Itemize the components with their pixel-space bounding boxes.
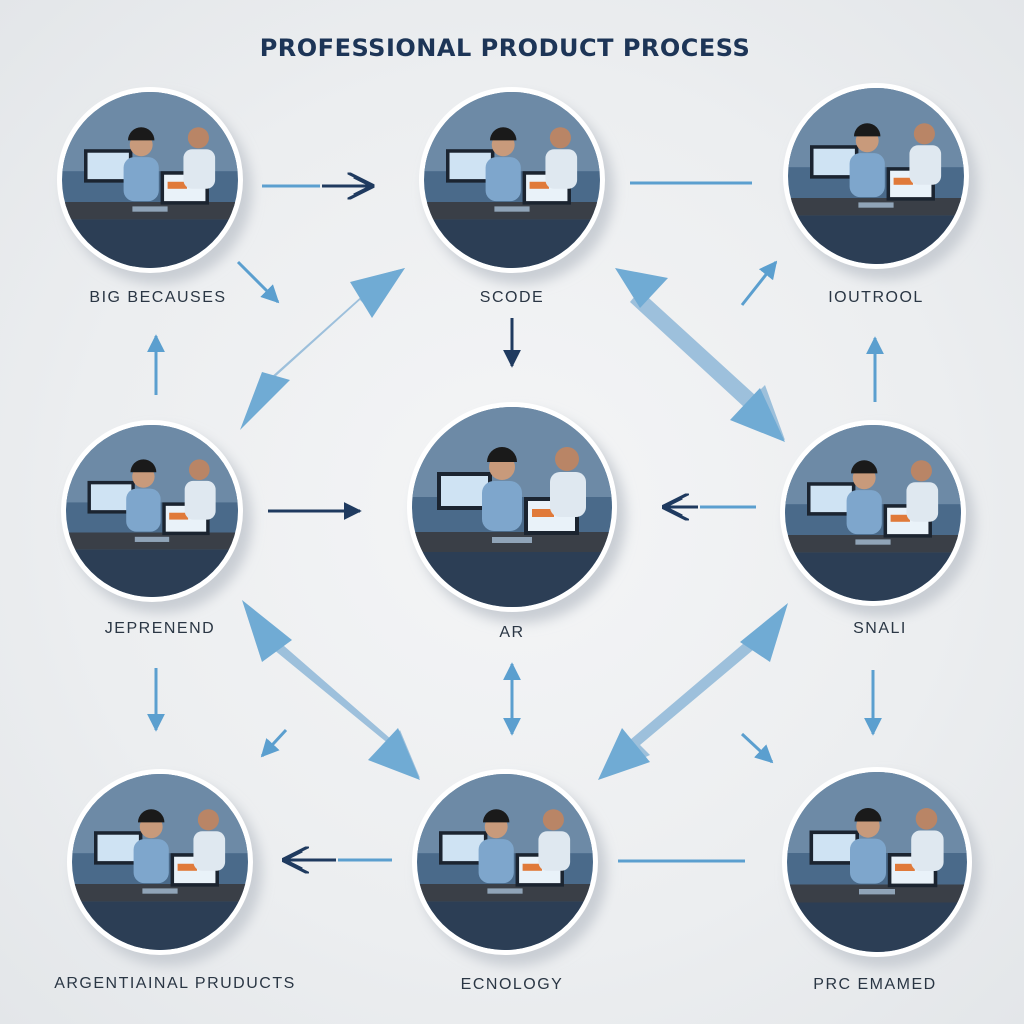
big-arrow-top-right xyxy=(630,290,785,440)
node-scene-illustration xyxy=(412,407,612,607)
node-label-snali: SNALI xyxy=(853,620,907,637)
node-label-prc-emamed: PRC EMAMED xyxy=(813,976,937,993)
node-label-argentiainal-pruducts: ARGENTIAINAL PRUDUCTS xyxy=(54,975,296,992)
node-label-ar: AR xyxy=(499,624,525,641)
node-1 xyxy=(57,87,252,284)
arrow-to-n3 xyxy=(740,260,778,306)
node-scene-illustration xyxy=(62,92,238,268)
big-arrow-bottom-right-head xyxy=(598,728,650,780)
node-scene-illustration xyxy=(788,88,964,264)
arrow-to-n9 xyxy=(740,732,774,764)
node-8 xyxy=(412,769,607,966)
node-label-jeprenend: JEPRENEND xyxy=(104,620,216,637)
big-arrow-bottom-right-tail xyxy=(740,603,788,662)
node-4 xyxy=(61,420,252,613)
node-6 xyxy=(780,420,975,617)
big-arrow-top-right-head xyxy=(730,388,785,442)
node-label-ecnology: ECNOLOGY xyxy=(460,976,564,993)
big-arrow-bottom-left-head xyxy=(368,728,420,780)
node-3 xyxy=(783,83,978,280)
big-arrow-top-left-head xyxy=(350,268,405,318)
arrow-to-n1-label xyxy=(236,260,280,304)
big-loop-arrows xyxy=(240,268,788,780)
big-arrow-bottom-left-tail xyxy=(242,600,292,662)
big-arrow-bottom-right xyxy=(600,632,765,778)
node-7 xyxy=(67,769,262,966)
node-label-scode: SCODE xyxy=(479,289,545,306)
node-2 xyxy=(419,87,614,284)
arrow-to-n7 xyxy=(260,728,288,758)
big-arrow-top-right-tail xyxy=(615,268,668,308)
diagram-title: PROFESSIONAL PRODUCT PROCESS xyxy=(259,34,751,62)
big-arrow-bottom-left xyxy=(262,632,420,778)
connector-arrows xyxy=(147,183,884,861)
node-5 xyxy=(407,402,626,623)
big-arrow-top-left-tail xyxy=(240,372,290,430)
nodes xyxy=(57,83,981,968)
node-scene-illustration xyxy=(72,774,248,950)
node-label-big-becauses: BIG BECAUSES xyxy=(89,289,227,306)
node-label-ioutrool: IOUTROOL xyxy=(828,289,924,306)
node-9 xyxy=(782,767,981,968)
